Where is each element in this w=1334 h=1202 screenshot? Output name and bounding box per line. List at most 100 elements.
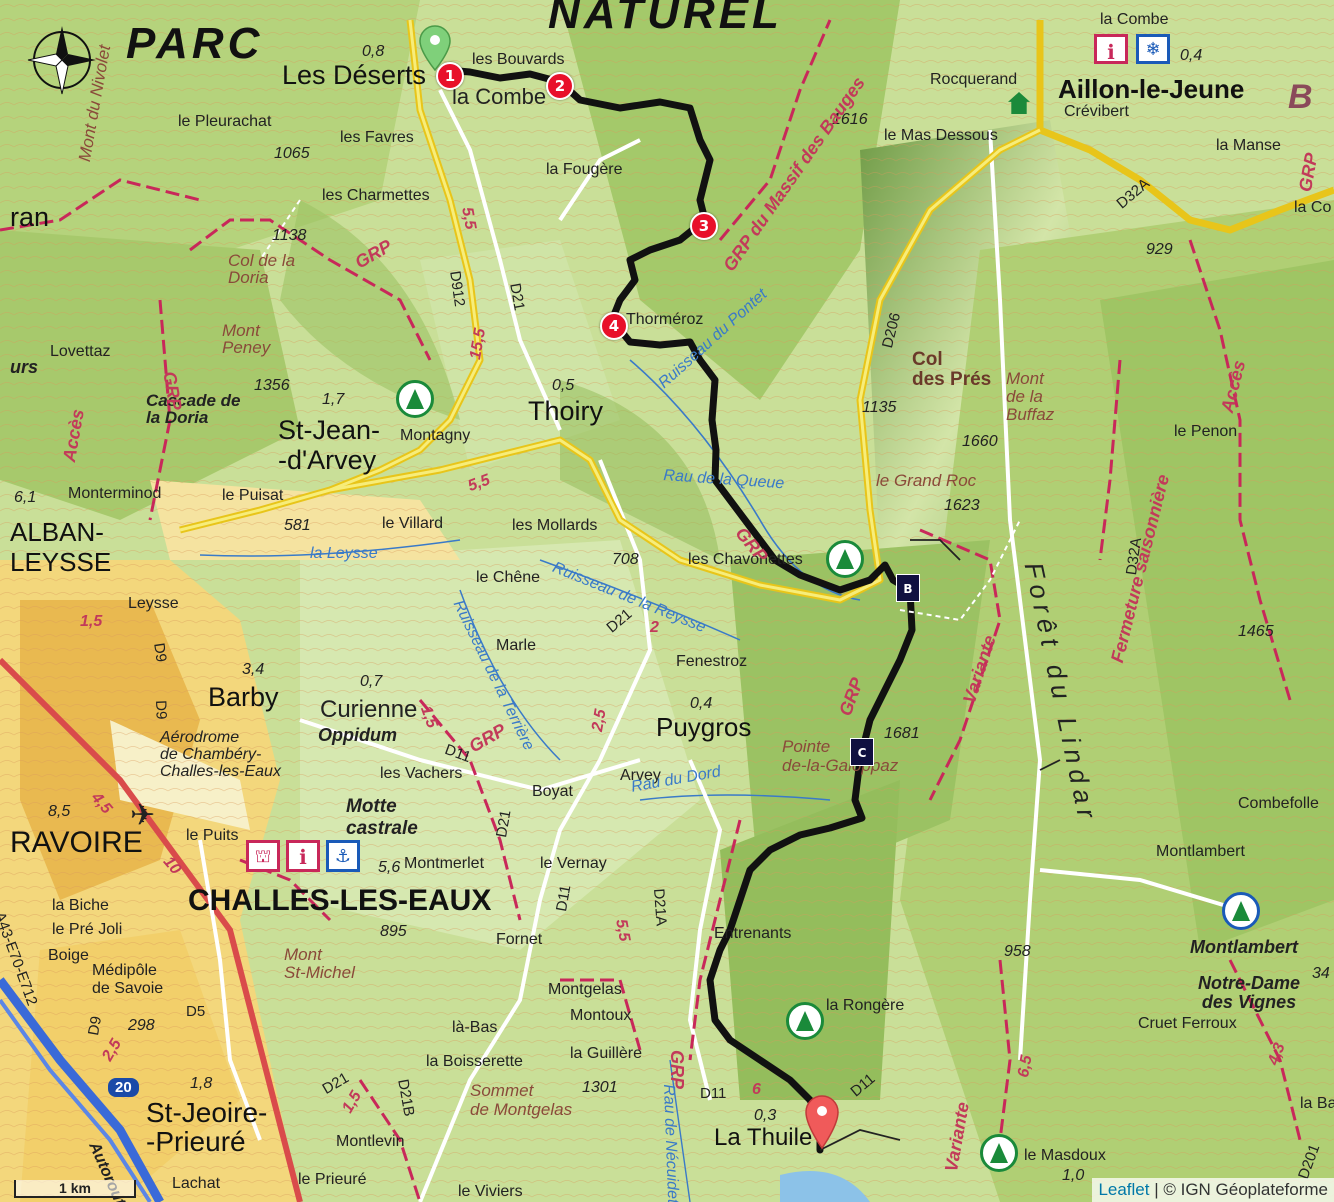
label-la-rongere: la Rongère bbox=[826, 997, 905, 1014]
label-rocquerand: Rocquerand bbox=[930, 71, 1018, 88]
label-barby: Barby bbox=[208, 682, 279, 712]
distance-label: 6 bbox=[752, 1081, 761, 1098]
label-le-villard: le Villard bbox=[382, 515, 444, 532]
label-montlevin: Montlevin bbox=[336, 1133, 405, 1150]
label-leysse: Leysse bbox=[128, 595, 179, 612]
info-icon: ℹ bbox=[1094, 34, 1128, 64]
label-st-jean-d-arvey: St-Jean- -d'Arvey bbox=[278, 415, 381, 475]
distance-label: 5,5 bbox=[612, 917, 633, 943]
road-label: D5 bbox=[186, 1003, 206, 1020]
label-sommet-montgelas: Sommet de Montgelas bbox=[470, 1081, 573, 1119]
waypoint-marker-3[interactable]: 3 bbox=[690, 212, 718, 240]
campsite-icon bbox=[826, 540, 864, 578]
alt-label: 298 bbox=[128, 1017, 155, 1034]
stage-marker-c[interactable]: C bbox=[850, 738, 874, 766]
ski-icon: ❄ bbox=[1136, 34, 1170, 64]
waypoint-marker-4[interactable]: 4 bbox=[600, 312, 628, 340]
alt-label: 929 bbox=[1146, 241, 1173, 258]
label-la-boisserette: la Boisserette bbox=[426, 1053, 523, 1070]
scale-bar: 1 km bbox=[14, 1180, 136, 1198]
waypoint-marker-1[interactable]: 1 bbox=[436, 62, 464, 90]
label-col-des-pres: Col des Prés bbox=[912, 349, 992, 390]
label-ours-fragment: urs bbox=[10, 357, 39, 377]
label-le-puisat: le Puisat bbox=[222, 487, 284, 504]
label-st-jeoire-prieure: St-Jeoire- -Prieuré bbox=[146, 1097, 268, 1158]
label-cascade-doria: Cascade de la Doria bbox=[146, 391, 241, 427]
label-la-combe-top: la Combe bbox=[1100, 11, 1169, 28]
end-pin-icon[interactable] bbox=[804, 1094, 840, 1150]
label-les-vachers: les Vachers bbox=[380, 765, 463, 782]
viewpoint-icon bbox=[1222, 892, 1260, 930]
alt-label: 0,8 bbox=[362, 43, 385, 60]
road-label: D21A bbox=[650, 887, 670, 927]
label-medipole: Médipôle de Savoie bbox=[92, 962, 164, 997]
label-la-co: la Co bbox=[1294, 199, 1332, 216]
start-pin-icon[interactable] bbox=[418, 24, 452, 72]
alt-label: 895 bbox=[380, 923, 407, 940]
label-montgelas: Montgelas bbox=[548, 981, 622, 998]
alt-label: 8,5 bbox=[48, 803, 71, 820]
alt-label: 1465 bbox=[1238, 623, 1274, 640]
road-label: D21 bbox=[506, 281, 528, 312]
monument-icon: ⛫ bbox=[246, 840, 280, 872]
leaflet-link[interactable]: Leaflet bbox=[1098, 1180, 1150, 1199]
label-le-puits: le Puits bbox=[186, 827, 239, 844]
alt-label: 958 bbox=[1004, 943, 1031, 960]
label-alban-leysse: ALBAN- LEYSSE bbox=[10, 517, 112, 577]
label-le-chene: le Chêne bbox=[476, 569, 541, 586]
label-le-viviers: le Viviers bbox=[458, 1183, 523, 1200]
road-label: D11 bbox=[553, 883, 575, 913]
stage-marker-b[interactable]: B bbox=[896, 574, 920, 602]
alt-label: 3,4 bbox=[242, 661, 265, 678]
label-motte-castrale: Motte castrale bbox=[346, 796, 418, 839]
info-icon: ℹ bbox=[286, 840, 320, 872]
label-thoiry: Thoiry bbox=[528, 396, 604, 426]
road-shield-a20: 20 bbox=[108, 1078, 139, 1097]
alt-label: 1,0 bbox=[1062, 1167, 1085, 1184]
label-notre-dame-des-vignes: Notre-Dame des Vignes bbox=[1198, 973, 1301, 1012]
compass-icon bbox=[27, 26, 96, 95]
label-mont-buffaz: Mont de la Buffaz bbox=[1006, 369, 1055, 424]
label-la-thuile: La Thuile bbox=[714, 1124, 813, 1151]
label-montmerlet: Montmerlet bbox=[404, 855, 485, 872]
label-oppidum: Oppidum bbox=[318, 725, 397, 745]
alt-label: 0,7 bbox=[360, 673, 383, 690]
label-challes-les-eaux: CHALLES-LES-EAUX bbox=[188, 884, 492, 917]
alt-label: 1616 bbox=[832, 111, 868, 128]
label-le-mas-dessous: le Mas Dessous bbox=[884, 127, 998, 144]
label-curienne: Curienne bbox=[320, 696, 418, 723]
label-aillon-le-jeune: Aillon-le-Jeune bbox=[1058, 74, 1245, 104]
road-label: D11 bbox=[700, 1085, 727, 1102]
label-la-leysse: la Leysse bbox=[310, 545, 378, 562]
distance-label: 1,5 bbox=[80, 613, 103, 630]
label-les-deserts: Les Déserts bbox=[282, 60, 427, 90]
alt-label: 1623 bbox=[944, 497, 980, 514]
road-label: D9 bbox=[85, 1014, 106, 1037]
label-lovettaz: Lovettaz bbox=[50, 343, 111, 360]
road-label: D9 bbox=[150, 641, 170, 664]
map-attribution: Leaflet | © IGN Géoplateforme bbox=[1092, 1178, 1334, 1202]
airport-icon: ✈ bbox=[130, 798, 156, 833]
label-col-doria: Col de la Doria bbox=[228, 251, 296, 287]
label-la-fougere: la Fougère bbox=[546, 161, 623, 178]
alt-label: 6,1 bbox=[14, 489, 37, 506]
alt-label: 1356 bbox=[254, 377, 290, 394]
label-le-pre-joli: le Pré Joli bbox=[52, 921, 123, 938]
anchor-icon: ⚓ bbox=[326, 840, 360, 872]
label-montlambert-village: Montlambert bbox=[1156, 843, 1245, 860]
label-boyat: Boyat bbox=[532, 783, 573, 800]
label-les-mollards: les Mollards bbox=[512, 517, 598, 534]
label-parc: PARC bbox=[126, 19, 264, 68]
label-le-prieure: le Prieuré bbox=[298, 1171, 367, 1188]
alt-label: 34 bbox=[1312, 965, 1330, 982]
label-mont-st-michel: Mont St-Michel bbox=[284, 945, 355, 982]
alt-label: 1135 bbox=[862, 399, 897, 416]
distance-label: 2 bbox=[650, 619, 659, 636]
label-les-charmettes: les Charmettes bbox=[322, 187, 430, 204]
label-la-guillere: la Guillère bbox=[570, 1045, 643, 1062]
label-granier-fragment: ran bbox=[10, 202, 50, 232]
waypoint-marker-2[interactable]: 2 bbox=[546, 72, 574, 100]
